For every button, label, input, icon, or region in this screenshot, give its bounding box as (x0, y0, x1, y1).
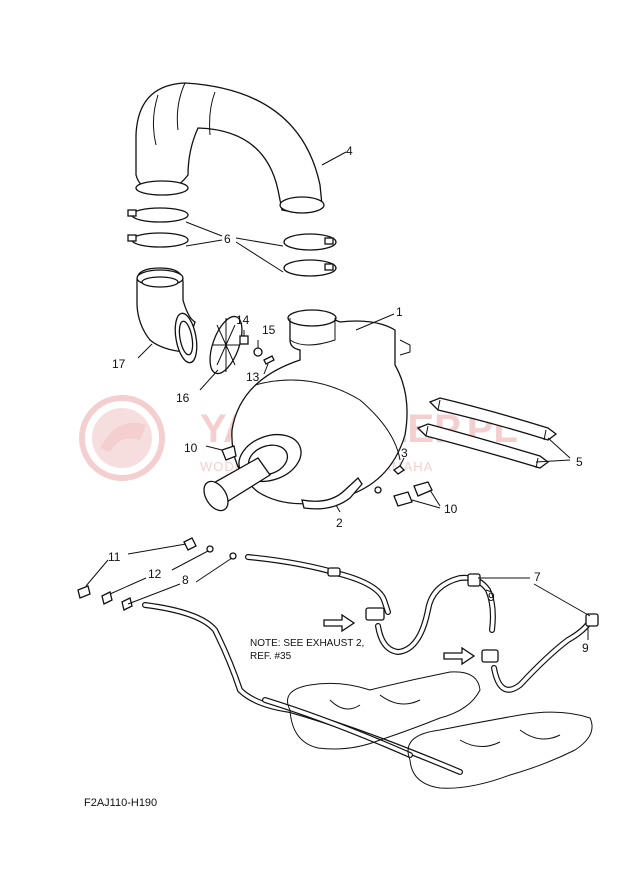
note-line-1: NOTE: SEE EXHAUST 2, (250, 638, 364, 649)
part-17-rubber-elbow (136, 267, 198, 364)
callout-14: 14 (236, 313, 250, 327)
part-15-washer (253, 347, 263, 357)
parts-small-hardware (239, 335, 275, 365)
part-4-elbow-pipe (135, 82, 325, 214)
callout-3: 3 (401, 446, 408, 460)
arrow-left (323, 613, 356, 633)
callout-9-left: 9 (488, 590, 495, 604)
exhaust-manifold-reference (287, 671, 593, 789)
callout-1: 1 (396, 305, 403, 319)
parts-nipples (77, 537, 237, 611)
callout-6: 6 (224, 232, 231, 246)
hose-joint (327, 567, 341, 577)
callout-5: 5 (576, 455, 583, 469)
callout-13: 13 (246, 370, 260, 384)
watermark-logo (79, 395, 165, 481)
callout-10-right: 10 (444, 502, 458, 516)
exhaust-note: NOTE: SEE EXHAUST 2, REF. #35 (250, 638, 364, 662)
fitting-top (467, 573, 481, 587)
callout-labels: 4 6 17 1 14 15 13 16 10 2 3 10 5 11 12 8… (108, 144, 589, 655)
callout-17: 17 (112, 357, 126, 371)
hose-fittings (327, 567, 599, 663)
callout-15: 15 (262, 323, 276, 337)
callout-12: 12 (148, 567, 162, 581)
callout-9-right: 9 (582, 641, 589, 655)
note-line-2: REF. #35 (250, 651, 292, 662)
direction-arrows (323, 613, 476, 666)
fitting-middle (481, 649, 499, 663)
part-6-hose-clamps (127, 207, 337, 277)
callout-7: 7 (534, 570, 541, 584)
part-1-muffler (203, 309, 411, 512)
part-13-bolt (263, 355, 275, 365)
exhaust-hoses (142, 554, 595, 775)
arrow-right (443, 646, 476, 666)
callout-4: 4 (346, 144, 353, 158)
callout-8: 8 (182, 573, 189, 587)
leader-lines (85, 151, 591, 640)
callout-10-left: 10 (184, 441, 198, 455)
part-10-clips (221, 445, 433, 507)
callout-2: 2 (336, 516, 343, 530)
callout-16: 16 (176, 391, 190, 405)
fitting-left (365, 607, 385, 621)
part-3-screw (374, 465, 406, 494)
figure-code: F2AJ110-H190 (84, 797, 157, 809)
callout-11: 11 (108, 550, 121, 564)
part-5-straps (416, 397, 558, 469)
fitting-right (585, 613, 599, 627)
part-2-bracket (301, 477, 363, 510)
part-14-nut (239, 335, 249, 345)
